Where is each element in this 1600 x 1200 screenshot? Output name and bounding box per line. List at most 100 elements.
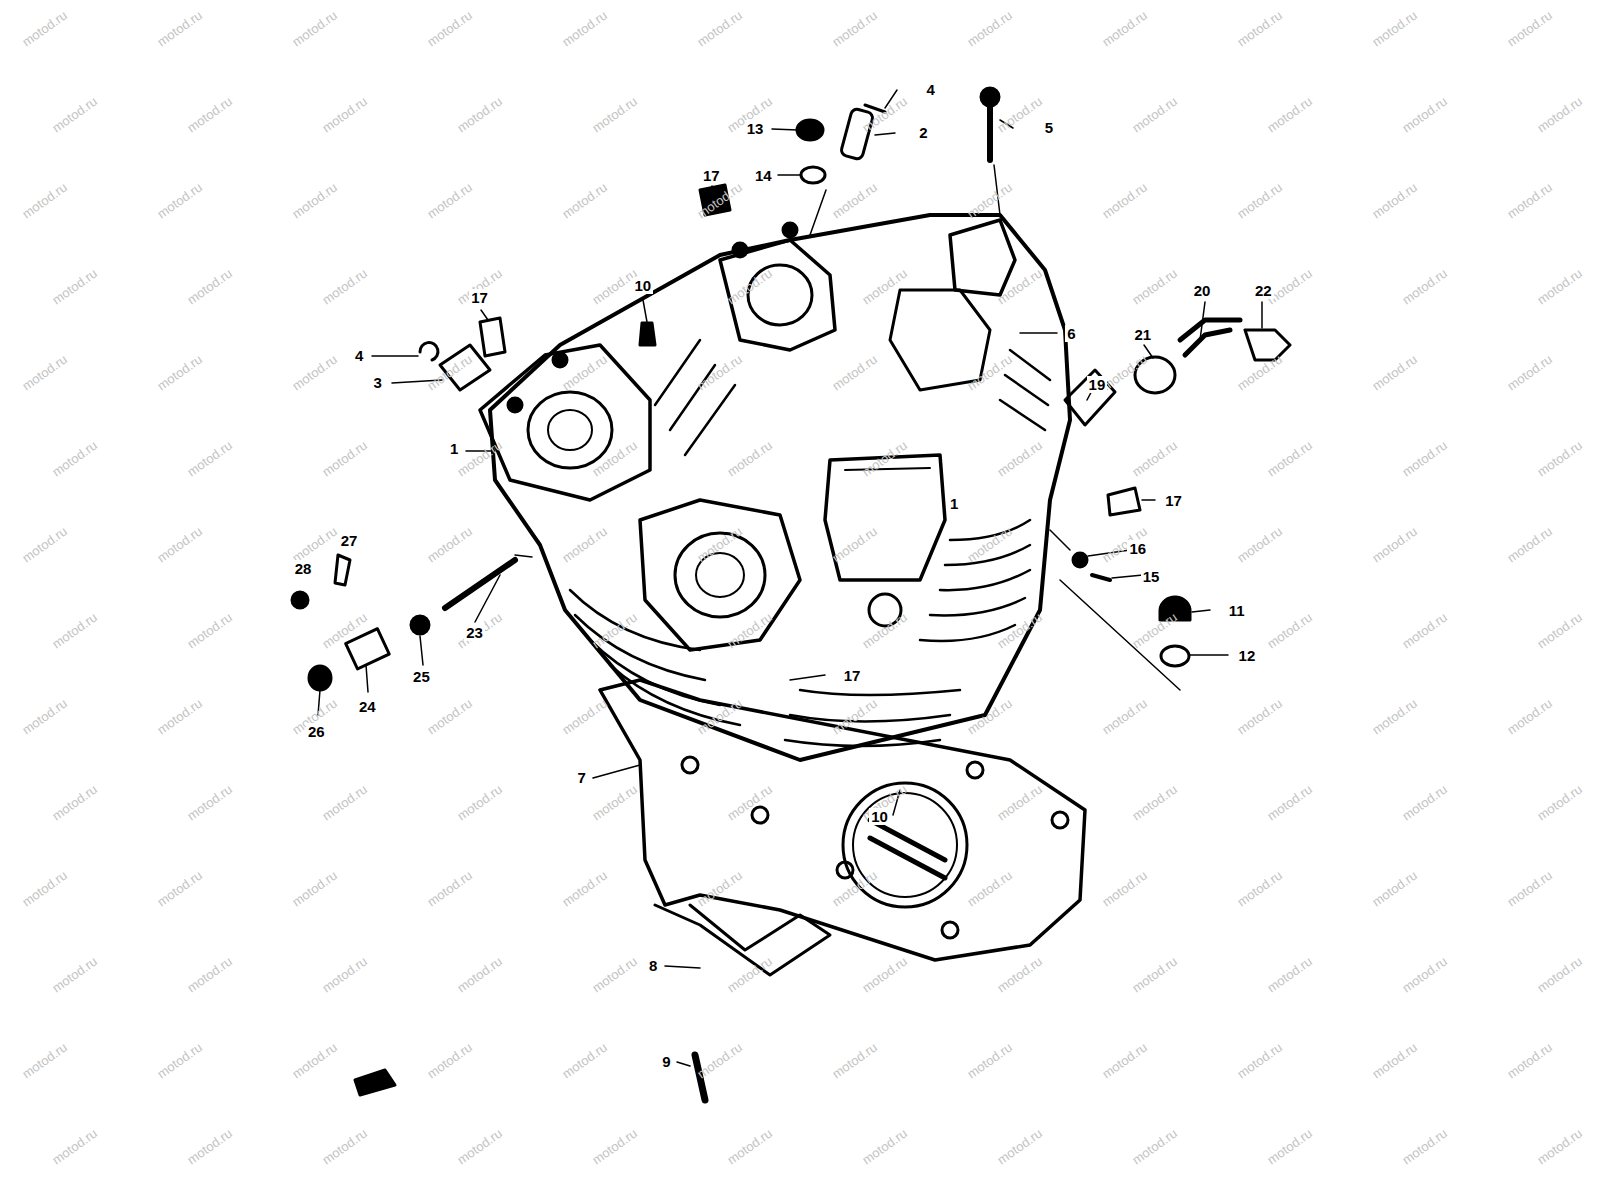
watermark: motod.ru [425, 868, 474, 908]
watermark: motod.ru [185, 610, 234, 650]
callout-number: 4 [924, 81, 936, 98]
callout-number: 5 [1043, 119, 1055, 136]
callout-number: 2 [917, 124, 929, 141]
watermark: motod.ru [155, 352, 204, 392]
watermark: motod.ru [1370, 8, 1419, 48]
watermark: motod.ru [560, 180, 609, 220]
callout-number: 19 [1087, 376, 1108, 393]
watermark: motod.ru [725, 266, 774, 306]
watermark: motod.ru [1370, 868, 1419, 908]
callout-number: 10 [869, 808, 890, 825]
watermark: motod.ru [1370, 1040, 1419, 1080]
watermark: motod.ru [1130, 94, 1179, 134]
callout-number: 20 [1192, 282, 1213, 299]
callout-number: 23 [464, 624, 485, 641]
callout-number: 17 [842, 667, 863, 684]
callout-number: 24 [357, 698, 378, 715]
watermark: motod.ru [1505, 180, 1554, 220]
callout-number: 3 [371, 374, 383, 391]
watermark: motod.ru [1100, 1040, 1149, 1080]
watermark: motod.ru [1505, 352, 1554, 392]
watermark: motod.ru [560, 696, 609, 736]
watermark: motod.ru [185, 954, 234, 994]
watermark: motod.ru [695, 8, 744, 48]
watermark: motod.ru [590, 782, 639, 822]
watermark: motod.ru [455, 954, 504, 994]
watermark: motod.ru [695, 524, 744, 564]
watermark: motod.ru [1370, 524, 1419, 564]
watermark: motod.ru [725, 1126, 774, 1166]
callout-number: 6 [1065, 325, 1077, 342]
watermark: motod.ru [560, 1040, 609, 1080]
watermark: motod.ru [1535, 1126, 1584, 1166]
callout-number: 25 [411, 668, 432, 685]
watermark: motod.ru [1400, 438, 1449, 478]
watermark: motod.ru [185, 782, 234, 822]
callout-number: 26 [306, 723, 327, 740]
watermark: motod.ru [185, 438, 234, 478]
watermark: motod.ru [695, 352, 744, 392]
callout-number: 7 [575, 769, 587, 786]
watermark: motod.ru [860, 954, 909, 994]
watermark: motod.ru [965, 1040, 1014, 1080]
callout-number: 17 [469, 289, 490, 306]
watermark: motod.ru [455, 1126, 504, 1166]
watermark: motod.ru [590, 1126, 639, 1166]
watermark: motod.ru [1400, 266, 1449, 306]
watermark: motod.ru [590, 94, 639, 134]
watermark: motod.ru [995, 1126, 1044, 1166]
watermark: motod.ru [155, 868, 204, 908]
watermark: motod.ru [860, 1126, 909, 1166]
callout-number: 14 [753, 167, 774, 184]
watermark: motod.ru [995, 94, 1044, 134]
callout-number: 1 [948, 495, 960, 512]
watermark: motod.ru [1235, 180, 1284, 220]
watermark: motod.ru [1400, 610, 1449, 650]
watermark: motod.ru [20, 180, 69, 220]
callout-number: 16 [1127, 540, 1148, 557]
watermark: motod.ru [20, 1040, 69, 1080]
watermark: motod.ru [425, 180, 474, 220]
callout-number: 17 [701, 167, 722, 184]
watermark: motod.ru [1535, 266, 1584, 306]
watermark: motod.ru [830, 180, 879, 220]
watermark: motod.ru [1235, 352, 1284, 392]
callout-number: 28 [293, 560, 314, 577]
watermark: motod.ru [50, 1126, 99, 1166]
watermark: motod.ru [50, 94, 99, 134]
watermark: motod.ru [290, 352, 339, 392]
callout-number: 10 [633, 277, 654, 294]
watermark: motod.ru [965, 8, 1014, 48]
watermark: motod.ru [1505, 524, 1554, 564]
watermark: motod.ru [1535, 954, 1584, 994]
watermark: motod.ru [560, 868, 609, 908]
watermark: motod.ru [185, 1126, 234, 1166]
watermark: motod.ru [1370, 352, 1419, 392]
watermark: motod.ru [1535, 610, 1584, 650]
watermark: motod.ru [830, 1040, 879, 1080]
watermark: motod.ru [1235, 8, 1284, 48]
watermark: motod.ru [1100, 696, 1149, 736]
callout-number: 8 [647, 957, 659, 974]
callout-number: 27 [339, 532, 360, 549]
watermark: motod.ru [1535, 438, 1584, 478]
watermark: motod.ru [830, 8, 879, 48]
watermark: motod.ru [185, 94, 234, 134]
watermark: motod.ru [995, 954, 1044, 994]
watermark: motod.ru [965, 352, 1014, 392]
watermark: motod.ru [320, 1126, 369, 1166]
watermark: motod.ru [695, 1040, 744, 1080]
callout-number: 15 [1141, 568, 1162, 585]
watermark: motod.ru [560, 8, 609, 48]
watermark: motod.ru [20, 8, 69, 48]
callout-number: 1 [448, 440, 460, 457]
watermark: motod.ru [455, 94, 504, 134]
watermark: motod.ru [290, 1040, 339, 1080]
watermark: motod.ru [20, 868, 69, 908]
watermark: motod.ru [1235, 524, 1284, 564]
watermark: motod.ru [1535, 94, 1584, 134]
watermark: motod.ru [1130, 610, 1179, 650]
watermark: motod.ru [1100, 352, 1149, 392]
watermark: motod.ru [1400, 1126, 1449, 1166]
watermark: motod.ru [50, 438, 99, 478]
